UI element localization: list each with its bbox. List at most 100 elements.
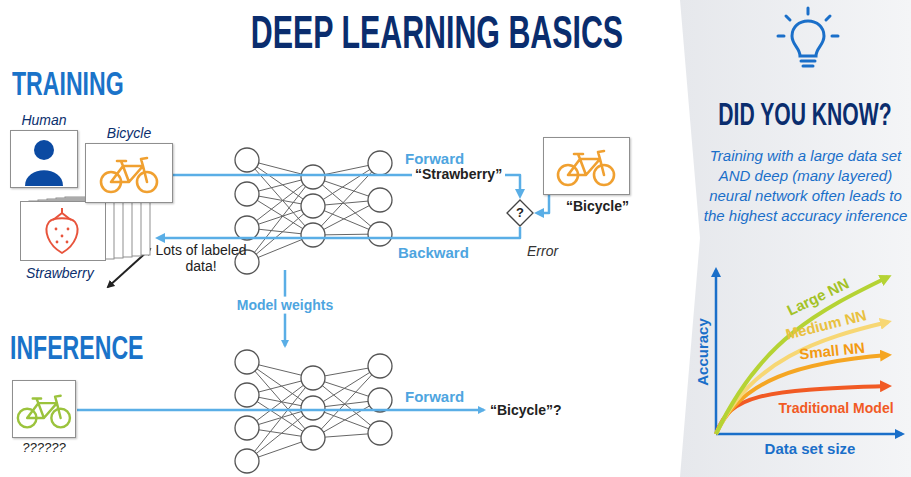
neuron	[235, 182, 259, 206]
node-label: Strawberry	[26, 265, 94, 282]
network-link	[313, 408, 380, 433]
network-link	[247, 177, 313, 262]
neuron	[235, 350, 259, 374]
arrow-label: Forward	[405, 150, 464, 168]
bicycle-icon	[544, 138, 629, 194]
image-card: Human	[10, 130, 78, 188]
network-link	[247, 362, 313, 438]
neuron	[368, 421, 392, 445]
network-link	[247, 408, 313, 428]
network-link	[313, 400, 380, 438]
network-link	[247, 362, 313, 378]
network-link	[247, 160, 313, 206]
network-link	[247, 160, 313, 235]
inference-forward-arrow	[77, 409, 484, 412]
node-label: ?	[516, 205, 524, 221]
network-link	[247, 206, 313, 228]
network-link	[313, 163, 380, 177]
network-link	[247, 378, 313, 461]
neuron	[368, 354, 392, 378]
output-label: “Strawberry”	[412, 166, 505, 183]
arrow-label: Model weights	[234, 297, 336, 314]
arrow-label: Backward	[398, 244, 469, 262]
network-link	[313, 378, 380, 433]
network-link	[313, 177, 380, 234]
network-link	[247, 206, 313, 262]
network-link	[247, 428, 313, 438]
network-link	[247, 438, 313, 461]
network-link	[247, 160, 313, 177]
network-link	[247, 228, 313, 235]
network-link	[313, 400, 380, 408]
neuron	[301, 194, 325, 218]
network-link	[247, 194, 313, 206]
network-link	[247, 194, 313, 235]
neuron	[235, 449, 259, 473]
person-icon	[11, 131, 77, 187]
image-card: ??????	[12, 380, 76, 438]
network-link	[247, 395, 313, 438]
bicycle-icon	[86, 144, 172, 202]
network-link	[313, 163, 380, 235]
neuron	[368, 151, 392, 175]
network-link	[313, 206, 380, 234]
network-link	[313, 200, 380, 235]
network-link	[313, 200, 380, 206]
curve-label: Traditional Model	[778, 400, 893, 417]
neuron	[368, 188, 392, 212]
node-label: Bicycle	[107, 125, 151, 142]
neuron	[235, 416, 259, 440]
node-label: DID YOU KNOW?	[718, 95, 891, 133]
network-link	[247, 378, 313, 395]
network-link	[313, 234, 380, 235]
network-link	[313, 163, 380, 206]
connector-line	[542, 195, 549, 213]
neuron	[235, 148, 259, 172]
network-link	[247, 408, 313, 461]
node-body: Training with a large data set AND deep …	[703, 146, 908, 226]
network-link	[313, 366, 380, 438]
connector	[155, 227, 520, 243]
card-stack: Strawberry	[20, 196, 155, 262]
network-link	[313, 177, 380, 200]
axis-label: Accuracy	[694, 318, 712, 386]
neuron	[368, 222, 392, 246]
neuron	[301, 165, 325, 189]
neuron	[301, 366, 325, 390]
bicycle-icon	[13, 381, 75, 437]
title: DEEP LEARNING BASICS	[251, 5, 623, 60]
arrow-label: Forward	[405, 388, 464, 406]
network-link	[247, 177, 313, 194]
connector-line	[163, 227, 520, 238]
node-label: Human	[21, 112, 66, 129]
network-link	[247, 395, 313, 408]
image-card: Bicycle	[85, 143, 173, 203]
error-label: Error	[527, 243, 558, 260]
neuron	[301, 223, 325, 247]
neuron	[235, 216, 259, 240]
network-link	[247, 235, 313, 262]
neuron	[368, 388, 392, 412]
accuracy-chart	[716, 270, 902, 434]
network-link	[247, 378, 313, 428]
section-heading: TRAINING	[12, 64, 124, 104]
card-stack	[20, 196, 155, 262]
network-link	[313, 366, 380, 378]
node-label: “Bicycle”	[566, 198, 629, 215]
connector	[534, 195, 549, 218]
arrowhead	[515, 189, 525, 199]
neuron	[301, 426, 325, 450]
lightbulb-icon	[778, 8, 838, 66]
network-link	[247, 362, 313, 408]
axis-label: Data set size	[765, 440, 856, 458]
neuron	[301, 396, 325, 420]
network-link	[313, 433, 380, 438]
network-link	[313, 366, 380, 408]
node-label: ??????	[22, 440, 65, 456]
note: Lots of labeled data!	[155, 242, 247, 274]
arrowhead	[155, 233, 165, 243]
arrowhead	[534, 208, 544, 218]
network-link	[313, 378, 380, 400]
section-heading: INFERENCE	[10, 328, 143, 368]
neuron	[235, 383, 259, 407]
